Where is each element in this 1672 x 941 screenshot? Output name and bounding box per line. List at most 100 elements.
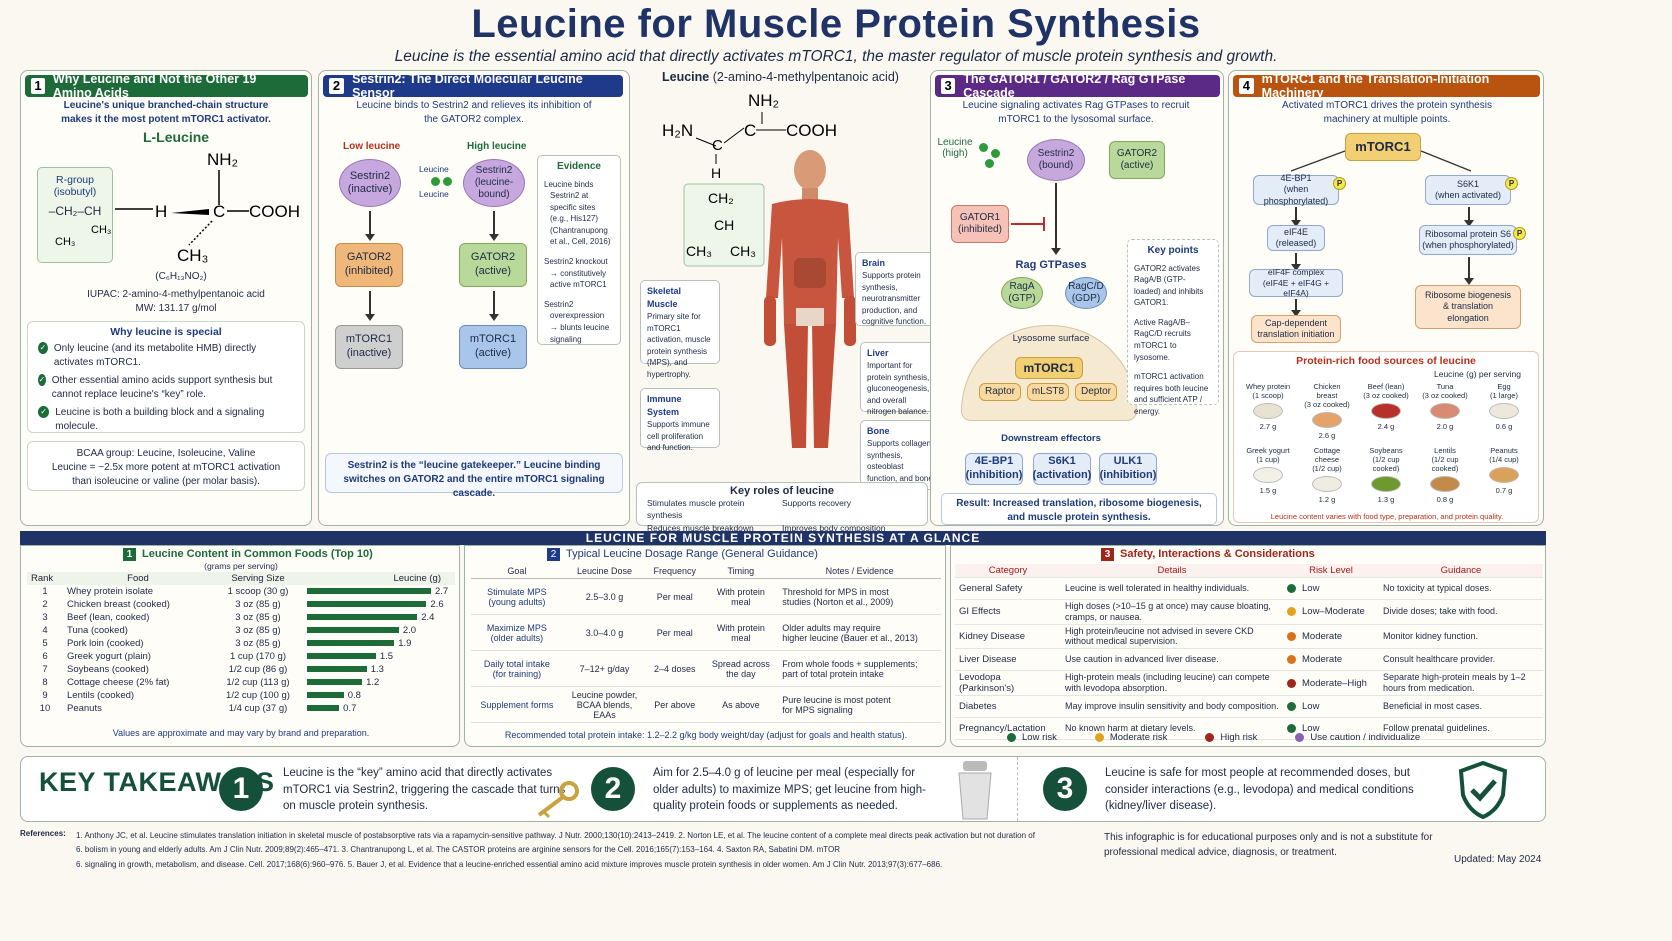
key-role-item: Reduces muscle breakdown bbox=[647, 522, 754, 533]
food-item: Soybeans(1/2 cup cooked)1.3 g bbox=[1362, 446, 1410, 504]
mtorc1-p4: mTORC1 bbox=[1345, 133, 1421, 161]
svg-text:CH₃: CH₃ bbox=[177, 246, 208, 265]
mtorc1-p3: mTORC1 bbox=[1015, 357, 1083, 379]
svg-text:COOH: COOH bbox=[786, 121, 837, 140]
panel-2-intro: Leucine binds to Sestrin2 and relieves i… bbox=[356, 100, 592, 125]
dose-table-title: Typical Leucine Dosage Range (General Gu… bbox=[566, 548, 818, 560]
effector-ulk1: ULK1 (inhibition) bbox=[1099, 453, 1157, 485]
legend-label: Low risk bbox=[1022, 732, 1057, 743]
dose-table-note: Recommended total protein intake: 1.2–2.… bbox=[504, 730, 908, 740]
arrow-icon bbox=[1051, 183, 1061, 255]
key-role-item: Improves body composition bbox=[782, 522, 886, 533]
cap-label: Cap-dependent translation initiation bbox=[1257, 317, 1335, 339]
panel-3-intro: Leucine signaling activates Rag GTPases … bbox=[962, 100, 1190, 125]
food-sources-unit: Leucine (g) per serving bbox=[1434, 369, 1521, 379]
legend-item: Low risk bbox=[1007, 732, 1057, 743]
dose-col-header: Notes / Evidence bbox=[778, 564, 941, 579]
eif4e: eIF4E (released) bbox=[1267, 225, 1325, 251]
risk-label: Moderate bbox=[1302, 630, 1343, 642]
leucine-value: 2.6 bbox=[430, 599, 444, 610]
mtorc1-p3-label: mTORC1 bbox=[1023, 360, 1075, 375]
safety-details: Leucine is well tolerated in healthy ind… bbox=[1061, 577, 1283, 600]
legend-label: Moderate risk bbox=[1109, 732, 1168, 743]
dose-cell: With protein meal bbox=[703, 614, 779, 651]
foods-table-note: Values are approximate and may vary by b… bbox=[112, 728, 370, 738]
eif4f: eIF4F complex (eIF4E + eIF4G + eIF4A) bbox=[1249, 267, 1343, 298]
key-roles-title: Key roles of leucine bbox=[730, 485, 834, 497]
leucine-bar bbox=[307, 601, 427, 608]
special-item: ✓Other essential amino acids support syn… bbox=[38, 374, 294, 401]
risk-dot-icon bbox=[1287, 678, 1296, 688]
leucine-label-1: Leucine bbox=[419, 164, 449, 174]
food-value: 1.3 g bbox=[1377, 495, 1395, 504]
evidence-list: Leucine binds Sestrin2 at specific sites… bbox=[544, 179, 614, 346]
shaker-bottle-icon bbox=[958, 761, 992, 820]
food-value: 2.7 g bbox=[1259, 422, 1277, 431]
dose-cell: Older adults may require higher leucine … bbox=[778, 614, 941, 651]
leucine-cell: 1.5 bbox=[303, 650, 455, 663]
takeaway-1-text: Leucine is the “key” amino acid that dir… bbox=[283, 767, 566, 813]
food-value: 0.6 g bbox=[1495, 422, 1513, 431]
leucine-bar bbox=[307, 666, 367, 673]
panel-2-title: Sestrin2: The Direct Molecular Leucine S… bbox=[352, 72, 583, 100]
leucine-cell: 2.6 bbox=[303, 598, 455, 611]
takeaway-2-text: Aim for 2.5–4.0 g of leucine per meal (e… bbox=[653, 767, 926, 813]
dose-cell: Daily total intake (for training) bbox=[471, 650, 563, 687]
food-value: 1.2 g bbox=[1318, 495, 1336, 504]
bone-title: Bone bbox=[867, 426, 890, 436]
food-item: Greek yogurt(1 cup)1.5 g bbox=[1244, 446, 1292, 495]
bcaa-box: BCAA group: Leucine, Isoleucine, Valine … bbox=[27, 441, 305, 491]
raga-label: RagA (GTP) bbox=[1008, 280, 1036, 305]
serving-cell: 1 scoop (30 g) bbox=[227, 586, 289, 597]
food-item: Tuna(3 oz cooked)2.0 g bbox=[1421, 382, 1469, 431]
eff1-label: 4E-BP1 (inhibition) bbox=[965, 455, 1023, 481]
dose-cell: Pure leucine is most potent for MPS sign… bbox=[778, 686, 941, 723]
updated-date: Updated: May 2024 bbox=[1454, 854, 1542, 865]
bcaa-line-3: than isoleucine or valine (per molar bas… bbox=[72, 476, 260, 487]
col-food: Food bbox=[127, 573, 149, 584]
eff2-label: S6K1 (activation) bbox=[1032, 455, 1092, 481]
risk-label: Low–Moderate bbox=[1302, 606, 1365, 618]
food-name: Chicken breast bbox=[1313, 382, 1341, 400]
svg-text:CH₃: CH₃ bbox=[686, 243, 712, 259]
serving-cell: 3 oz (85 g) bbox=[235, 599, 281, 610]
r-group-title: R-group (isobutyl) bbox=[53, 174, 97, 198]
evidence-item: Leucine binds Sestrin2 at specific sites… bbox=[544, 179, 611, 247]
safety-details: No known harm at dietary levels. bbox=[1061, 717, 1283, 741]
arrow-icon bbox=[1291, 253, 1301, 271]
ribo-label: Ribosome biogenesis & translation elonga… bbox=[1424, 290, 1512, 323]
mtorc1-p4-label: mTORC1 bbox=[1355, 138, 1411, 154]
liver-title: Liver bbox=[867, 348, 889, 358]
safety-guidance: Separate high-protein meals by 1–2 hours… bbox=[1379, 670, 1543, 697]
check-icon: ✓ bbox=[38, 374, 46, 386]
dose-cell: Supplement forms bbox=[471, 686, 563, 723]
key-role-item: Stimulates muscle protein synthesis bbox=[647, 498, 745, 521]
food-name: Whey protein bbox=[1245, 382, 1291, 391]
key-points-list: GATOR2 activates RagA/B (GTP-loaded) and… bbox=[1134, 263, 1212, 418]
effector-4ebp1: 4E-BP1 (inhibition) bbox=[965, 453, 1023, 485]
svg-text:C: C bbox=[712, 137, 723, 154]
safety-title: Safety, Interactions & Considerations bbox=[1120, 548, 1315, 560]
food-name: Soybeans bbox=[1369, 446, 1403, 455]
lysosome-label: Lysosome surface bbox=[1012, 333, 1090, 344]
food-sources-box: Protein-rich food sources of leucine Leu… bbox=[1233, 351, 1539, 523]
food-item: Whey protein(1 scoop)2.7 g bbox=[1244, 382, 1292, 431]
food-value: 0.8 g bbox=[1436, 495, 1454, 504]
raptor-label: Raptor bbox=[984, 385, 1015, 397]
r-group-box: R-group (isobutyl) –CH₂–CH bbox=[37, 167, 113, 263]
panel-number: 3 bbox=[941, 78, 956, 94]
key-takeaways: KEY TAKEAWAYS 1 Leucine is the “key” ami… bbox=[20, 756, 1546, 822]
ebp1-p4: 4E-BP1 (when phosphorylated) bbox=[1253, 173, 1339, 206]
safety-guidance: Beneficial in most cases. bbox=[1379, 695, 1543, 719]
deptor: Deptor bbox=[1075, 383, 1117, 401]
food-name: Beef (lean) bbox=[1367, 382, 1405, 391]
effector-s6k1: S6K1 (activation) bbox=[1033, 453, 1091, 485]
